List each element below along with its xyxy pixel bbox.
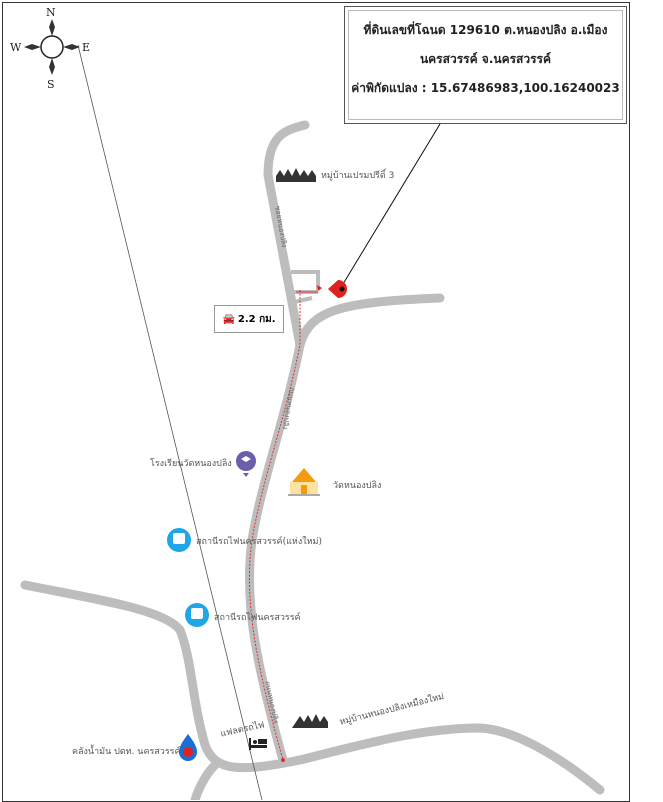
distance-callout: 🚘 2.2 กม. [214,305,284,333]
place-oil-depot: คลังน้ำมัน ปตท. นครสวรรค์ [72,747,181,757]
compass-icon [24,19,80,75]
route-end-dot [281,758,285,762]
parcel-info-box: ที่ดินเลขที่โฉนด 129610 ต.หนองปลิง อ.เมื… [344,6,627,124]
distance-label: 2.2 กม. [237,313,276,325]
village-icon [276,168,328,728]
parcel-location: นครสวรรค์ จ.นครสวรรค์ [419,52,552,66]
place-school: โรงเรียนวัดหนองปลิง [150,459,232,469]
place-village-top: หมู่บ้านเปรมปรีดิ์ 3 [321,171,395,181]
compass-west: W [10,41,22,54]
place-station: สถานีรถไฟนครสวรรค์ [214,613,301,623]
railway-line [77,44,263,800]
route-line [248,290,301,761]
road-southwest [190,760,220,800]
road-branch-east [295,293,445,350]
temple-icon [288,468,320,496]
road-bottom [20,580,605,795]
place-station-new: สถานีรถไฟนครสวรรค์(แห่งใหม่) [196,537,322,547]
train-station-icon [167,528,209,627]
ptt-oil-icon [179,734,197,761]
bed-icon [249,738,267,750]
location-pin-icon [317,280,347,298]
pointer-line [339,123,441,290]
school-icon [236,451,256,477]
parcel-coordinates: ค่าพิกัดแปลง : 15.67486983,100.16240023 [351,81,620,95]
car-icon: 🚘 [222,313,235,325]
place-temple: วัดหนองปลิง [333,481,382,491]
compass-south: S [47,78,55,91]
compass-east: E [82,41,91,54]
compass-north: N [46,6,56,19]
parcel-title: ที่ดินเลขที่โฉนด 129610 ต.หนองปลิง อ.เมื… [363,23,608,37]
